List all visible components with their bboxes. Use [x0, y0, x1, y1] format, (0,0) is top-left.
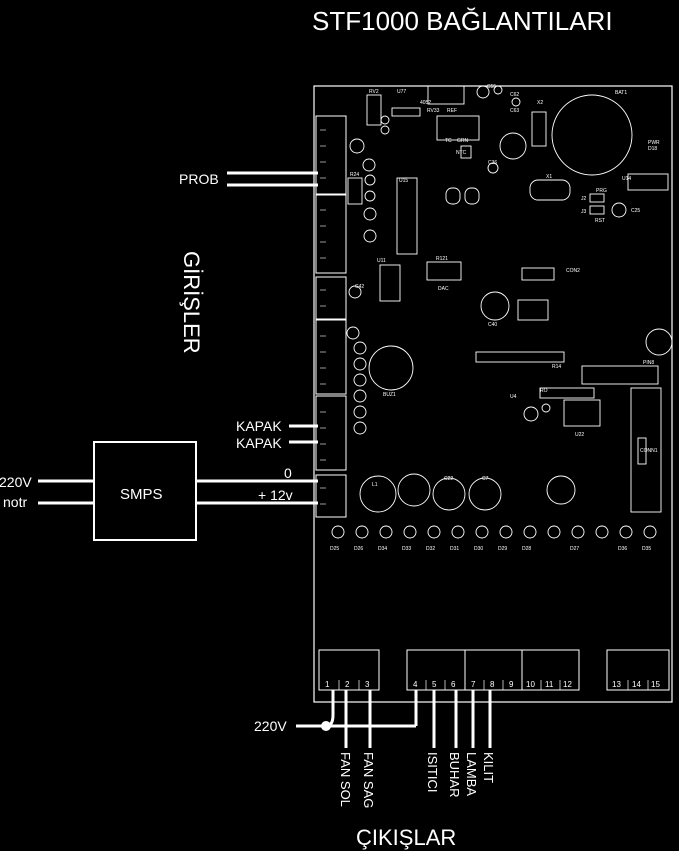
- smps-box: [93, 441, 197, 541]
- pcb-board: [313, 85, 673, 703]
- pcb-label-prg: PRG: [596, 188, 607, 194]
- terminal-number-5: 5: [432, 680, 437, 689]
- output-wires: [296, 690, 492, 748]
- pcb-label-bat1: BAT1: [615, 90, 627, 96]
- led-label-d31: D31: [450, 546, 459, 552]
- terminal-number-14: 14: [632, 680, 641, 689]
- output-junction-dot: [321, 721, 331, 731]
- probe-label: PROB: [179, 171, 219, 187]
- terminal-number-3: 3: [365, 680, 370, 689]
- terminal-number-6: 6: [451, 680, 456, 689]
- output-supply-label: 220V: [254, 718, 287, 734]
- pcb-label-pwr: PWR: [648, 140, 660, 146]
- output-fan-left: FAN SOL: [338, 752, 353, 807]
- pcb-label-rv2: RV2: [369, 89, 379, 95]
- pcb-label-dac: DAC: [438, 286, 449, 292]
- led-label-d33: D33: [402, 546, 411, 552]
- pcb-label-c63: C63: [510, 108, 519, 114]
- pcb-label-c55: C55: [487, 84, 496, 90]
- output-terminal-blocks: [318, 649, 670, 691]
- mains-label: 220V: [0, 474, 32, 490]
- led-label-d26: D26: [354, 546, 363, 552]
- outputs-section-label: ÇIKIŞLAR: [356, 825, 456, 850]
- pcb-label-tc: TC: [445, 138, 452, 144]
- lid-label-2: KAPAK: [236, 435, 282, 451]
- pcb-label-pin8: PIN8: [643, 360, 654, 366]
- pcb-label-c22: C22: [444, 476, 453, 482]
- terminal-number-12: 12: [563, 680, 572, 689]
- output-heater: ISITICI: [425, 752, 440, 792]
- led-label-d30: D30: [474, 546, 483, 552]
- pcb-label-c36: C36: [488, 160, 497, 166]
- pcb-label-c62: C62: [510, 92, 519, 98]
- pcb-label-u77: U77: [397, 89, 406, 95]
- led-label-d34: D34: [378, 546, 387, 552]
- led-label-d27: D27: [570, 546, 579, 552]
- pcb-label-u15: U15: [399, 178, 408, 184]
- led-label-d36: D36: [618, 546, 627, 552]
- output-steam: BUHAR: [447, 752, 462, 798]
- pcb-label-u22: U22: [575, 432, 584, 438]
- pcb-label-c40: C40: [488, 322, 497, 328]
- pcb-label-r14: R14: [552, 364, 561, 370]
- terminal-number-7: 7: [471, 680, 476, 689]
- pcb-label-conn1: CONN1: [640, 448, 658, 454]
- lid-label-1: KAPAK: [236, 418, 282, 434]
- output-lamp: LAMBA: [464, 752, 479, 796]
- terminal-number-13: 13: [612, 680, 621, 689]
- dc-zero-label: 0: [284, 465, 292, 481]
- pcb-label-r121: R121: [436, 256, 448, 262]
- terminal-number-8: 8: [490, 680, 495, 689]
- dc-12v-label: + 12v: [258, 487, 293, 503]
- pcb-label-u4: U4: [510, 394, 517, 400]
- pcb-label-buz1: BUZ1: [383, 392, 396, 398]
- pcb-label-l1: L1: [372, 482, 378, 488]
- led-label-d32: D32: [426, 546, 435, 552]
- led-label-d28: D28: [522, 546, 531, 552]
- pcb-label-d18: D18: [648, 146, 657, 152]
- pcb-label-j2: J2: [581, 196, 587, 202]
- pcb-label-grn: GRN: [457, 138, 469, 144]
- pcb-label-ref: REF: [447, 108, 457, 114]
- pcb-label-con2: CON2: [566, 268, 580, 274]
- pcb-label-c42: C42: [355, 284, 364, 290]
- pcb-label-4052: 4052: [420, 100, 431, 106]
- pcb-label-ro: RO: [540, 388, 548, 394]
- pcb-label-c7: C7: [482, 476, 489, 482]
- terminal-number-9: 9: [509, 680, 514, 689]
- terminal-number-4: 4: [413, 680, 418, 689]
- pcb-label-u11: U11: [377, 258, 386, 264]
- pcb-label-x1: X1: [546, 174, 552, 180]
- led-label-d35: D35: [642, 546, 651, 552]
- inputs-section-label: GİRİŞLER: [179, 251, 204, 354]
- input-wires: [38, 171, 318, 505]
- input-terminal-blocks: [315, 115, 347, 518]
- pcb-label-ntc: NTC: [456, 150, 467, 156]
- diagram-title: STF1000 BAĞLANTILARI: [312, 6, 613, 36]
- pcb-label-c25: C25: [631, 208, 640, 214]
- led-label-d25: D25: [330, 546, 339, 552]
- pcb-label-r24: R24: [350, 172, 359, 178]
- pcb-components: [331, 85, 673, 539]
- neutral-label: notr: [3, 494, 27, 510]
- output-fan-right: FAN SAG: [361, 752, 376, 808]
- pcb-label-u14: U14: [622, 176, 631, 182]
- terminal-number-1: 1: [325, 680, 330, 689]
- terminal-number-10: 10: [526, 680, 535, 689]
- smps-label: SMPS: [120, 486, 163, 503]
- pcb-label-x2: X2: [537, 100, 543, 106]
- pcb-label-j3: J3: [581, 209, 587, 215]
- terminal-number-11: 11: [545, 680, 554, 689]
- pcb-label-rst: RST: [595, 218, 605, 224]
- terminal-number-2: 2: [345, 680, 350, 689]
- terminal-number-15: 15: [651, 680, 660, 689]
- output-lock: KILIT: [481, 752, 496, 783]
- led-label-d29: D29: [498, 546, 507, 552]
- pcb-label-rv33: RV33: [427, 108, 440, 114]
